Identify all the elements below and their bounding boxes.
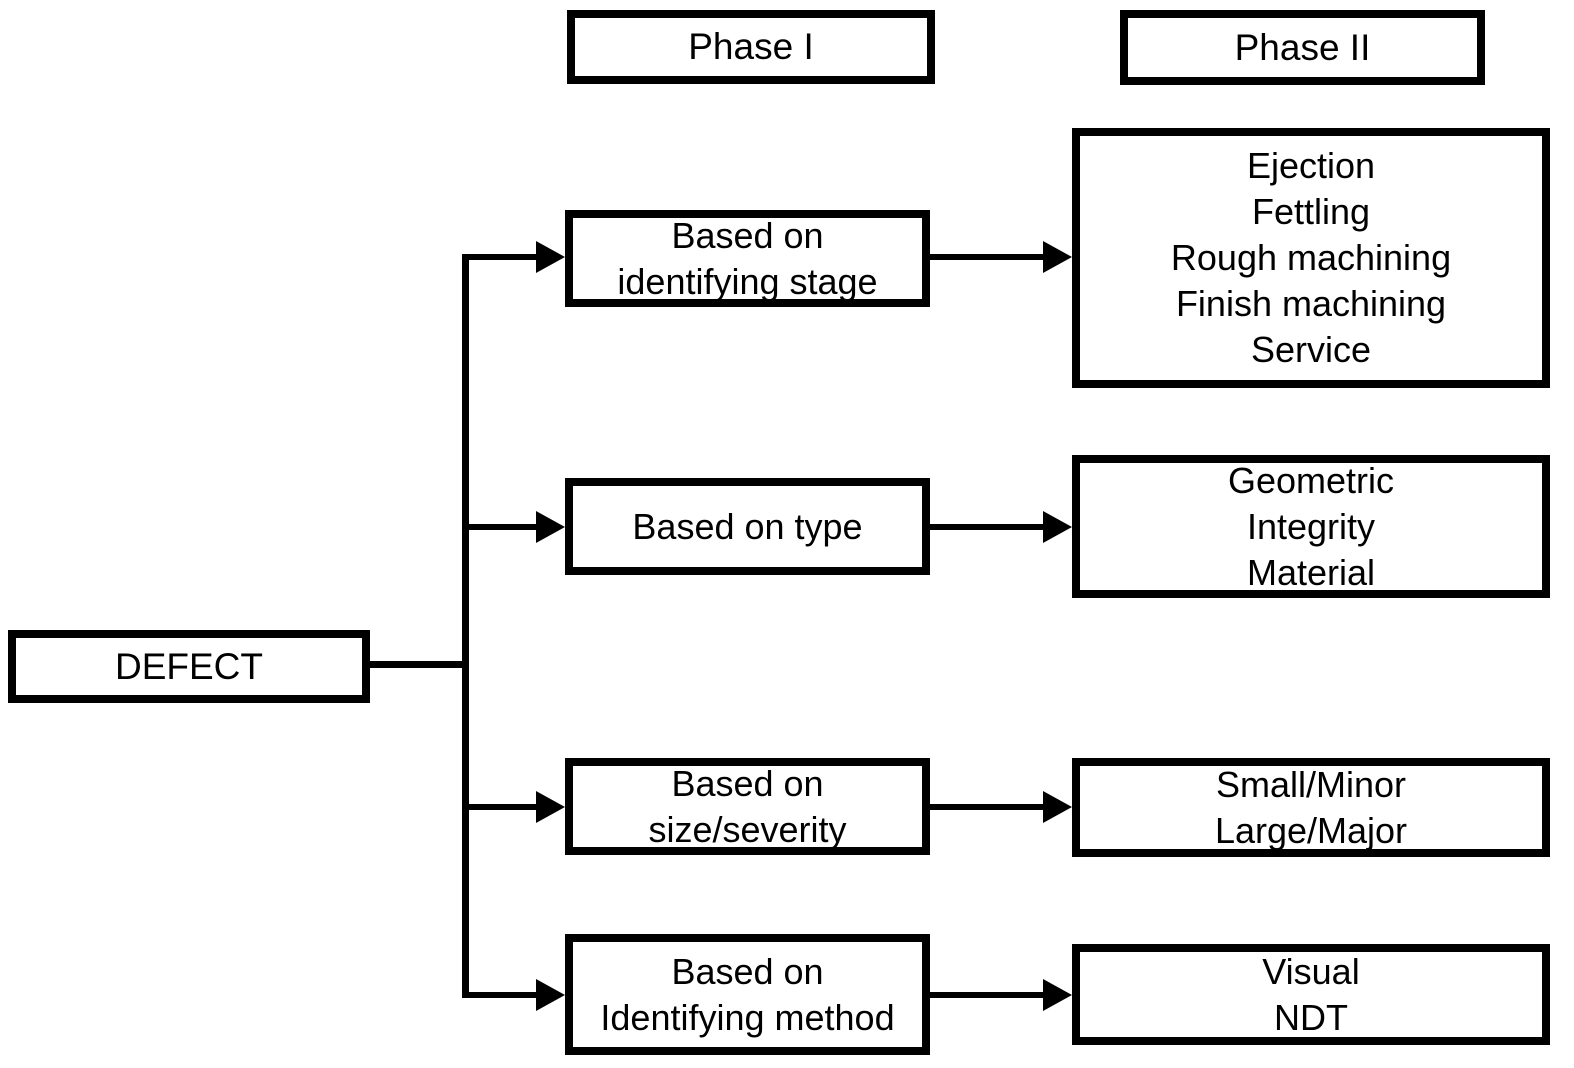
arrowhead-icon [536, 511, 565, 543]
phase1-header-label: Phase I [688, 26, 814, 67]
phase2-box-methods: Visual NDT [1072, 944, 1550, 1045]
connector-branch-2 [462, 524, 538, 530]
box-text-line: Small/Minor [1215, 763, 1407, 805]
box-text-line: Based on [671, 950, 824, 992]
box-text-line: Fettling [1251, 191, 1371, 232]
box-text-line: Large/Major [1214, 809, 1408, 851]
phase1-box-size-severity: Based on size/severity [565, 758, 930, 855]
box-text-line: Visual [1262, 950, 1360, 992]
connector-phase1-to-phase2-row2 [926, 524, 1044, 530]
box-text-line: Finish machining [1175, 283, 1447, 324]
arrowhead-icon [1043, 511, 1072, 543]
box-text-line: NDT [1274, 996, 1348, 1038]
arrowhead-icon [1043, 791, 1072, 823]
connector-phase1-to-phase2-row3 [926, 804, 1044, 810]
box-text-line: Based on [671, 214, 824, 256]
phase1-header-box: Phase I [567, 10, 935, 84]
arrowhead-icon [536, 979, 565, 1011]
box-text-line: Ejection [1246, 145, 1376, 186]
box-text-line: Service [1250, 329, 1372, 370]
phase1-box-type: Based on type [565, 478, 930, 575]
phase2-box-stages: Ejection Fettling Rough machining Finish… [1072, 128, 1550, 388]
box-text-line: Based on [671, 762, 824, 804]
defect-root-box: DEFECT [8, 630, 370, 703]
box-text-line: identifying stage [617, 260, 878, 302]
connector-branch-1 [462, 254, 538, 260]
defect-root-label: DEFECT [115, 645, 263, 687]
phase1-box-identifying-method: Based on Identifying method [565, 934, 930, 1055]
connector-defect-to-trunk [366, 661, 466, 668]
phase2-header-label: Phase II [1234, 26, 1371, 68]
box-text-line: size/severity [648, 808, 847, 850]
connector-branch-3 [462, 804, 538, 810]
phase2-header-box: Phase II [1120, 10, 1485, 85]
box-text-line: Geometric [1227, 459, 1395, 501]
connector-phase1-to-phase2-row4 [926, 992, 1044, 998]
phase1-box-identifying-stage: Based on identifying stage [565, 210, 930, 307]
arrowhead-icon [536, 791, 565, 823]
connector-phase1-to-phase2-row1 [926, 254, 1044, 260]
arrowhead-icon [1043, 979, 1072, 1011]
box-text-line: Integrity [1246, 505, 1376, 547]
box-text-line: Identifying method [600, 996, 895, 1038]
box-text-line: Rough machining [1170, 237, 1452, 278]
box-text-line: Material [1246, 551, 1376, 593]
phase2-box-sizes: Small/Minor Large/Major [1072, 758, 1550, 857]
connector-branch-4 [462, 992, 538, 998]
phase2-box-types: Geometric Integrity Material [1072, 455, 1550, 598]
arrowhead-icon [1043, 241, 1072, 273]
box-text-line: Based on type [632, 505, 863, 547]
arrowhead-icon [536, 241, 565, 273]
connector-trunk-line [462, 254, 469, 998]
